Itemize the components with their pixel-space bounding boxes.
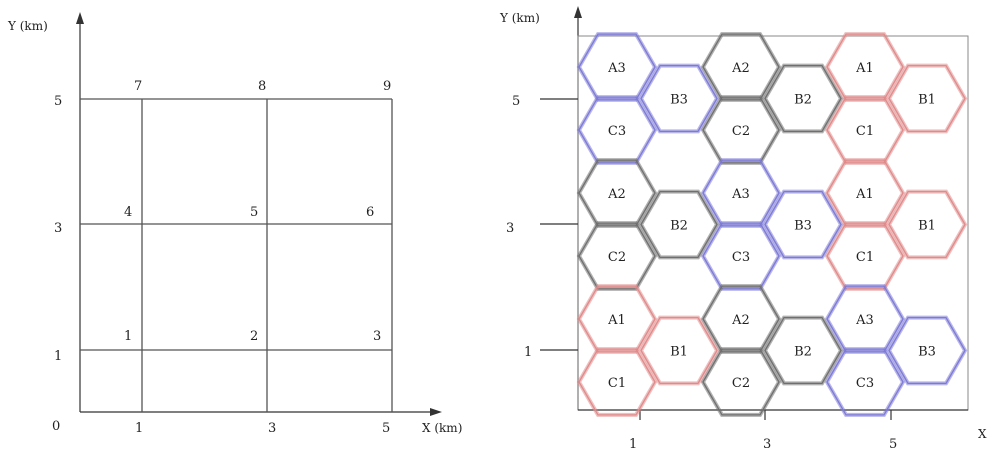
left-y-tick: 3: [54, 221, 62, 236]
right-x-tick: 5: [889, 437, 897, 452]
left-x-tick: 1: [135, 421, 143, 436]
node-label: 1: [124, 329, 132, 344]
hex-cell-label: C1: [856, 124, 874, 139]
hex-cell-label: C3: [856, 376, 874, 391]
hex-cell-label: C1: [856, 250, 874, 265]
hex-cell-label: B1: [670, 345, 688, 360]
hex-cell-label: A1: [607, 313, 626, 328]
hex-cell: B1: [638, 315, 720, 386]
hex-cell-outline: [826, 348, 904, 416]
hex-cell-outline: [888, 316, 966, 385]
right-y-tick: 3: [506, 221, 514, 236]
node-label: 9: [383, 79, 391, 94]
hex-cell-label: A1: [855, 187, 874, 202]
left-grid-diagram: Y (km) X (km) 0 1 3 5 1 3 5 1 2 3 4 5 6 …: [7, 12, 462, 436]
hex-cell: C1: [576, 347, 658, 417]
hex-cell: C3: [824, 347, 906, 417]
hex-cell-label: B1: [918, 93, 936, 108]
left-y-tick: 1: [54, 349, 62, 364]
hex-cell-label: C2: [732, 124, 750, 139]
right-x-tick: 1: [629, 437, 637, 452]
hex-cell: B2: [762, 63, 844, 134]
node-label: 7: [134, 79, 142, 94]
hex-cell: B1: [886, 63, 968, 134]
hex-cell-label: B2: [794, 93, 812, 108]
hex-cell-label: A2: [607, 187, 626, 202]
node-label: 3: [373, 329, 381, 344]
hex-cell-outline: [764, 316, 842, 385]
left-y-axis-arrow: [76, 12, 84, 24]
hex-cell-label: B3: [670, 93, 688, 108]
hex-cell-label: A3: [855, 313, 874, 328]
hex-cell-outline: [764, 190, 842, 259]
hex-cell-label: B3: [918, 345, 936, 360]
hex-cell-outline: [640, 64, 718, 133]
hex-cell: B3: [886, 315, 968, 386]
hex-cell: B2: [638, 189, 720, 260]
hex-cell: B2: [762, 315, 844, 386]
node-label: 6: [366, 205, 374, 220]
hex-cell-label: B3: [794, 219, 812, 234]
hex-cell-outline: [640, 190, 718, 259]
left-y-axis-label: Y (km): [7, 19, 48, 33]
hex-cell-label: A3: [731, 187, 750, 202]
hex-cell-label: A1: [855, 61, 874, 76]
hex-cell-label: B2: [794, 345, 812, 360]
hex-cell-label: B2: [670, 219, 688, 234]
right-hex-diagram: Y (km) X 1 3 5 1 3 5 A3C3A2C2A1C1B3B2B1A…: [499, 6, 987, 452]
hex-cell-label: C1: [608, 376, 626, 391]
right-y-tick: 1: [524, 345, 532, 360]
node-label: 4: [124, 205, 132, 220]
right-y-axis-label: Y (km): [499, 11, 540, 25]
left-x-axis-arrow: [430, 408, 442, 416]
right-y-axis-arrow: [574, 6, 582, 18]
right-x-tick: 3: [763, 437, 771, 452]
hex-cell-label: C3: [732, 250, 750, 265]
hex-cell-label: C3: [608, 124, 626, 139]
hex-cell-label: C2: [608, 250, 626, 265]
hex-cell-label: A2: [731, 61, 750, 76]
left-origin-label: 0: [52, 419, 60, 434]
left-y-tick: 5: [54, 94, 62, 109]
hex-cell: B1: [886, 189, 968, 260]
hex-cell: B3: [762, 189, 844, 260]
node-label: 2: [250, 329, 258, 344]
hex-cell-outline: [702, 348, 780, 416]
hex-cell-outline: [764, 64, 842, 133]
left-x-axis-label: X (km): [422, 421, 462, 435]
hex-cell: B3: [638, 63, 720, 134]
hex-cell-outline: [888, 64, 966, 133]
node-label: 5: [250, 205, 258, 220]
left-x-tick: 3: [268, 421, 276, 436]
right-x-axis-label: X: [978, 427, 987, 441]
hex-cell-outline: [640, 316, 718, 385]
hex-cell-label: C2: [732, 376, 750, 391]
hex-cell-label: A3: [607, 61, 626, 76]
hex-cell-layer: A3C3A2C2A1C1B3B2B1A2C2A3C3A2C2B2B3B2A1C1…: [576, 32, 968, 417]
hex-cell-outline: [888, 190, 966, 259]
hex-cell: C2: [700, 347, 782, 417]
hex-cell-label: B1: [918, 219, 936, 234]
node-label: 8: [258, 79, 266, 94]
hex-cell-label: A2: [731, 313, 750, 328]
left-x-tick: 5: [382, 421, 390, 436]
right-y-tick: 5: [512, 94, 520, 109]
hex-cell-outline: [578, 348, 656, 416]
